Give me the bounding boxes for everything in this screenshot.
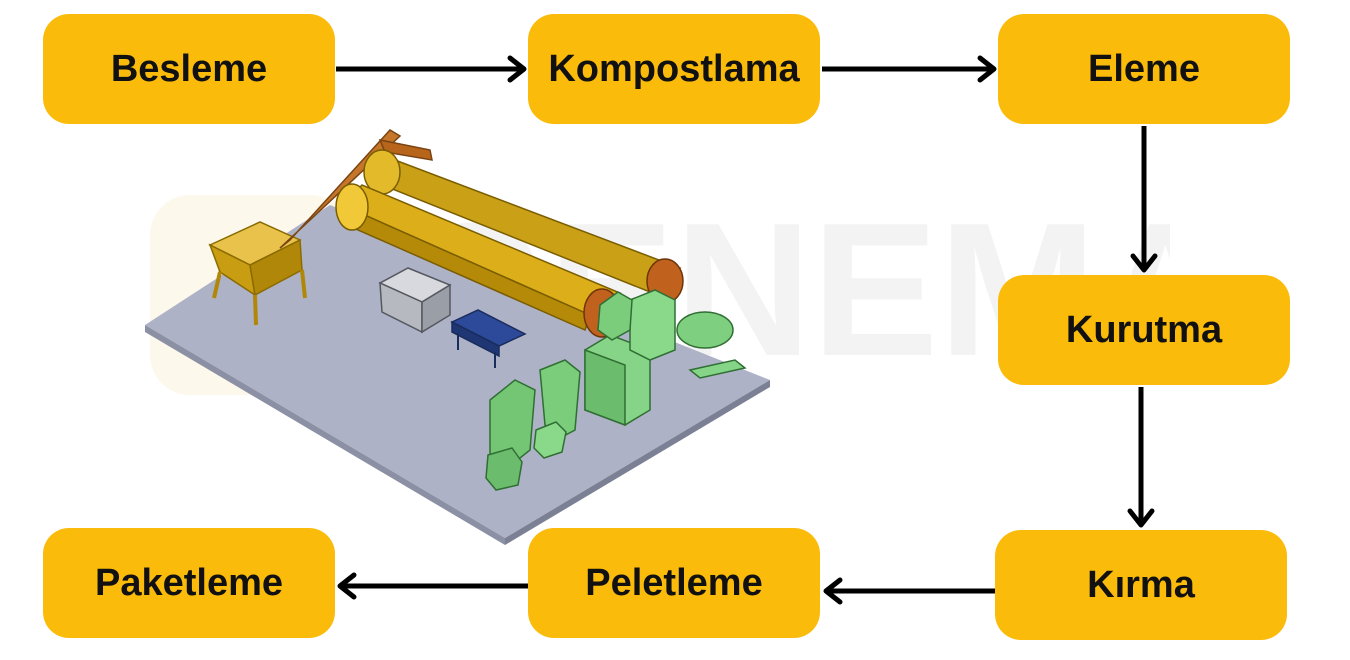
green-equipment [485, 289, 747, 491]
step-peletleme: Peletleme [528, 528, 820, 638]
floor-plate [145, 205, 770, 538]
step-besleme: Besleme [43, 14, 335, 124]
step-eleme: Eleme [998, 14, 1290, 124]
composting-drum-back [363, 149, 684, 304]
arrowhead-kompostlama [507, 55, 527, 83]
step-label-besleme: Besleme [110, 47, 268, 90]
step-label-kirma: Kırma [1087, 563, 1195, 606]
step-label-paketleme: Paketleme [94, 561, 283, 604]
blue-tray [450, 309, 527, 368]
grey-bin [378, 267, 452, 334]
step-label-eleme: Eleme [1088, 47, 1200, 90]
arrowhead-kirma [1127, 508, 1155, 528]
step-label-peletleme: Peletleme [585, 561, 763, 604]
arrowhead-peletleme [823, 577, 843, 605]
feed-hopper [208, 221, 307, 326]
step-kompostlama: Kompostlama [528, 14, 820, 124]
arrowhead-paketleme [337, 572, 357, 600]
floor-plate-edge-right [505, 380, 770, 545]
step-paketleme: Paketleme [43, 528, 335, 638]
step-kirma: Kırma [995, 530, 1287, 640]
arrowhead-kurutma [1130, 253, 1158, 273]
arrowhead-eleme [977, 55, 997, 83]
step-label-kompostlama: Kompostlama [548, 47, 800, 90]
step-kurutma: Kurutma [998, 275, 1290, 385]
floor-plate-edge [145, 325, 505, 545]
step-label-kurutma: Kurutma [1065, 308, 1223, 351]
